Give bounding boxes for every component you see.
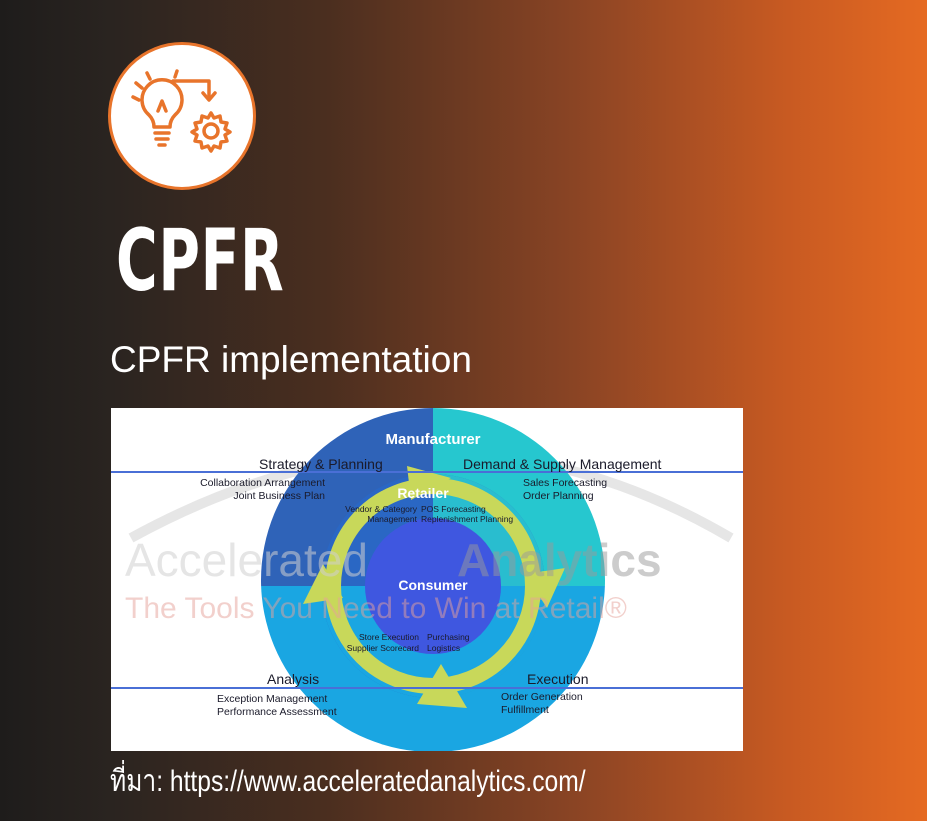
cpfr-diagram: Accelerated Analytics The Tools You Need…: [111, 408, 743, 751]
demand-supply-title: Demand & Supply Management: [463, 456, 662, 472]
execution-item: Fulfillment: [501, 704, 549, 716]
execution-title: Execution: [527, 671, 588, 687]
execution-item: Order Generation: [501, 691, 583, 703]
cycle-arrowhead-right: [525, 568, 565, 608]
analysis-item: Performance Assessment: [217, 706, 337, 718]
watermark-brand-right: Analytics: [457, 534, 662, 586]
source-credit: ที่มา: https://www.acceleratedanalytics.…: [110, 765, 586, 798]
retailer-execution-item: Logistics: [427, 643, 460, 653]
retailer-execution-item: Purchasing: [427, 632, 470, 642]
cpfr-cycle-graphic: Accelerated Analytics The Tools You Need…: [111, 408, 743, 751]
strategy-planning-title: Strategy & Planning: [259, 456, 383, 472]
cycle-arrowhead-top: [407, 466, 451, 500]
retailer-analysis-item: Store Execution: [359, 632, 419, 642]
logo-badge: [108, 42, 256, 190]
page-title: CPFR: [116, 211, 285, 311]
analysis-title: Analysis: [267, 671, 319, 687]
retailer-demand-item: Replenishment Planning: [421, 514, 513, 524]
lightbulb-gear-icon: [131, 69, 232, 153]
strategy-item: Collaboration Arrangement: [200, 477, 325, 489]
demand-supply-item: Sales Forecasting: [523, 477, 607, 489]
consumer-label: Consumer: [398, 577, 468, 593]
retailer-strategy-item: Management: [367, 514, 417, 524]
cycle-arrowhead-bottom: [417, 664, 467, 708]
watermark-tagline: The Tools You Need to Win at Retail®: [125, 592, 627, 625]
cycle-arrowhead-left: [303, 564, 343, 604]
analysis-item: Exception Management: [217, 693, 327, 705]
retailer-strategy-item: Vendor & Category: [345, 504, 418, 514]
page-subtitle: CPFR implementation: [110, 339, 472, 380]
watermark-brand-left: Accelerated: [125, 534, 368, 586]
consumer-core: [365, 518, 501, 654]
strategy-item: Joint Business Plan: [233, 490, 325, 502]
retailer-analysis-item: Supplier Scorecard: [347, 643, 420, 653]
retailer-label: Retailer: [397, 485, 449, 501]
demand-supply-item: Order Planning: [523, 490, 594, 502]
retailer-demand-item: POS Forecasting: [421, 504, 486, 514]
manufacturer-label: Manufacturer: [385, 431, 480, 448]
